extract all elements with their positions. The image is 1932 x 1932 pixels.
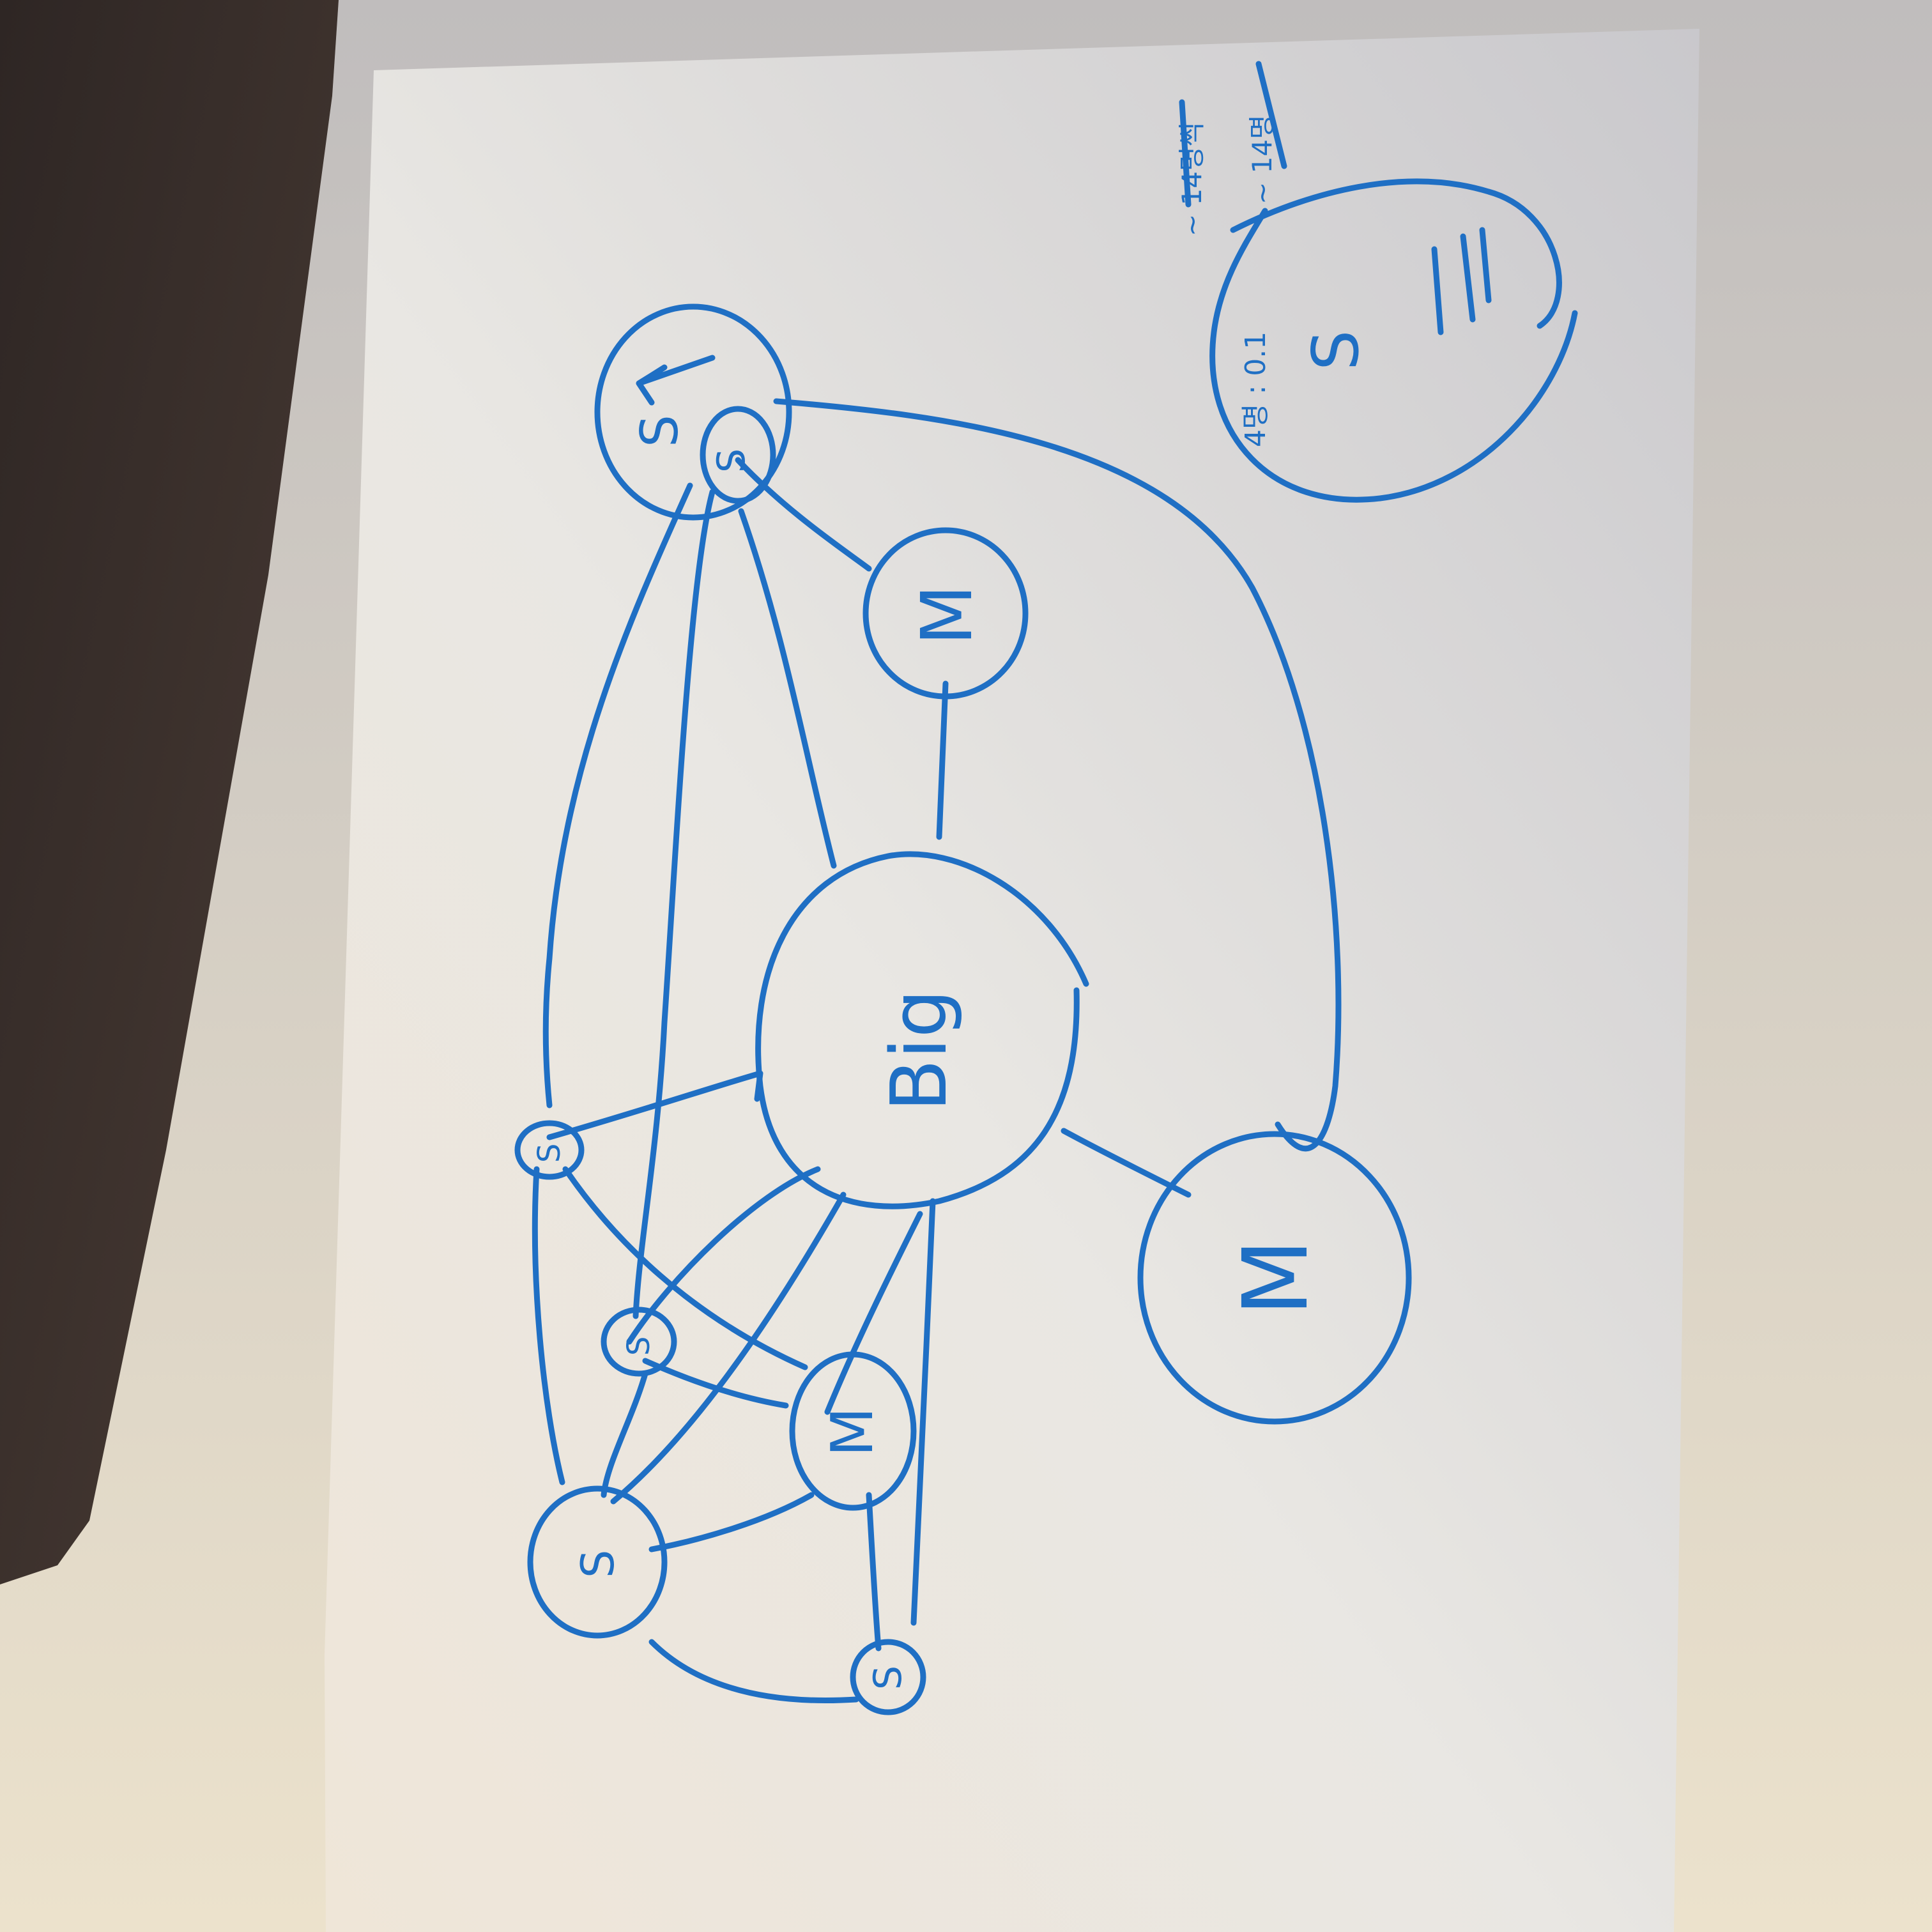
- legend-underline-b: [1255, 61, 1287, 169]
- edge: [532, 1166, 565, 1485]
- label-s-small-b: S: [621, 1337, 657, 1356]
- label-s-tiny: S: [866, 1666, 910, 1690]
- labels: S S M Big M S S M S S S ~ 14명씩 ~ 14명 4명 …: [532, 114, 1373, 1690]
- edge: [866, 1492, 882, 1652]
- node-center: [755, 851, 1089, 1209]
- node-legend: [1209, 178, 1578, 503]
- edge: [936, 680, 949, 840]
- table-edge: [0, 0, 339, 1584]
- label-center: Big: [875, 989, 964, 1112]
- label-top-left: S: [630, 415, 689, 447]
- paper-sheet: [325, 29, 1699, 1932]
- edge: [632, 489, 716, 1319]
- diagram: [514, 61, 1578, 1715]
- label-s-bottom: S: [572, 1550, 624, 1578]
- edge: [601, 1370, 648, 1498]
- legend-note-2: ~ 14명: [1246, 114, 1278, 204]
- edge: [824, 1211, 923, 1415]
- label-s-small-a: S: [532, 1144, 567, 1163]
- edge: [610, 1192, 847, 1505]
- edge: [648, 1492, 815, 1552]
- edge: [773, 398, 1342, 1152]
- label-m-upper: M: [906, 585, 988, 645]
- edge: [648, 1639, 859, 1704]
- edge: [546, 1070, 763, 1140]
- label-legend: S: [1298, 330, 1373, 371]
- label-m-right: M: [1224, 1239, 1328, 1316]
- arrow-mark: [636, 355, 716, 406]
- node-s-small-a: [514, 1120, 585, 1180]
- node-m-right: [1137, 1131, 1412, 1425]
- legend-note-3: 4명 : 0.1: [1239, 332, 1272, 447]
- edge: [738, 508, 837, 869]
- label-m-lower: M: [819, 1407, 886, 1457]
- label-small-inner: S: [709, 448, 754, 473]
- edge: [626, 1166, 821, 1345]
- legend-underline-a: [1179, 99, 1192, 208]
- edge: [562, 1166, 808, 1370]
- edge: [735, 457, 872, 572]
- legend-note-1: ~ 14명씩: [1176, 122, 1208, 236]
- node-s-small-b: [601, 1307, 677, 1377]
- edge: [542, 482, 693, 1108]
- node-s-tiny: [850, 1639, 926, 1715]
- edge: [910, 1198, 936, 1626]
- node-s-bottom: [527, 1485, 668, 1639]
- node-m-lower: [789, 1351, 917, 1511]
- legend-ink-lines: [1431, 227, 1492, 335]
- node-small-inner: [700, 406, 776, 504]
- edge: [642, 1358, 789, 1409]
- node-m-upper: [862, 527, 1029, 700]
- node-top-left: [594, 303, 792, 521]
